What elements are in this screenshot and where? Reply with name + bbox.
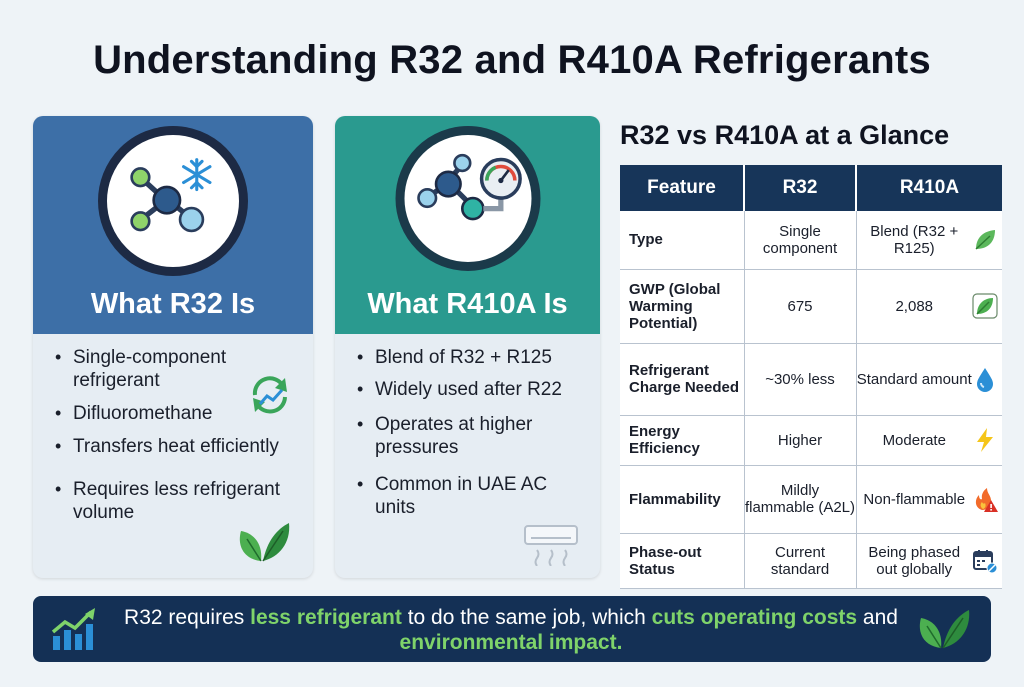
r32-card: What R32 Is Single-component refrigerant… [33,116,313,578]
table-row: Refrigerant Charge Needed ~30% less Stan… [620,343,1002,416]
r410a-value: Being phased out globally [868,543,961,578]
r410a-card-title: What R410A Is [367,288,568,320]
feature-cell: Type [620,211,744,270]
feature-cell: GWP (Global Warming Potential) [620,269,744,344]
page-title: Understanding R32 and R410A Refrigerants [93,38,931,82]
molecule-snowflake-icon [98,126,248,276]
table-header-row: Feature R32 R410A [620,165,1002,211]
list-item: Common in UAE AC units [357,473,557,519]
calendar-icon [972,548,998,574]
r410a-value: Non-flammable [863,490,966,508]
r32-card-header: What R32 Is [33,116,313,334]
list-item: Operates at higher pressures [357,413,567,459]
growth-chart-icon [49,606,99,652]
r410a-points-list: Blend of R32 + R125 Widely used after R2… [357,346,582,519]
table-row: Type Single component Blend (R32 + R125) [620,211,1002,270]
feature-cell: Energy Efficiency [620,415,744,466]
column-header-r32: R32 [743,165,856,211]
r410a-card-body: Blend of R32 + R125 Widely used after R2… [335,334,600,567]
list-item: Widely used after R22 [357,378,582,401]
leaves-icon [233,517,291,565]
r32-card-body: Single-component refrigerant Difluoromet… [33,334,313,562]
table-row: GWP (Global Warming Potential) 675 2,088 [620,269,1002,344]
summary-text: R32 requires less refrigerant to do the … [111,605,911,655]
recycle-growth-icon [245,370,295,420]
r410a-cell: Being phased out globally [855,533,1002,589]
leaf-icon [972,227,998,253]
r32-cell: ~30% less [743,343,856,416]
molecule-pressure-gauge-icon [395,126,540,271]
r32-cell: Current standard [743,533,856,589]
air-conditioner-icon [523,524,579,567]
summary-highlight: less refrigerant [250,606,402,629]
feature-cell: Phase-out Status [620,533,744,589]
summary-highlight: environmental impact. [399,631,623,654]
r32-cell: Mildly flammable (A2L) [743,465,856,534]
r32-card-title: What R32 Is [90,288,256,320]
water-drop-icon [972,366,998,392]
r410a-cell: Moderate [855,415,1002,466]
flame-warning-icon [972,486,998,512]
leaves-icon [913,606,971,652]
list-item: Requires less refrigerant volume [55,478,295,524]
feature-cell: Flammability [620,465,744,534]
comparison-table: Feature R32 R410A Type Single component … [620,165,1002,589]
lightning-icon [972,427,998,453]
r32-cell: Single component [743,211,856,270]
summary-banner: R32 requires less refrigerant to do the … [33,596,991,662]
r410a-value: Standard amount [856,370,972,388]
r32-points-list: Single-component refrigerant Difluoromet… [55,346,295,524]
feature-cell: Refrigerant Charge Needed [620,343,744,416]
r410a-cell: Non-flammable [855,465,1002,534]
r410a-value: Blend (R32 + R125) [870,222,959,257]
summary-text-part: and [857,606,898,629]
table-row: Flammability Mildly flammable (A2L) Non-… [620,465,1002,534]
comparison-title: R32 vs R410A at a Glance [620,120,950,150]
summary-text-part: R32 requires [124,606,251,629]
column-header-r410a: R410A [855,165,1002,211]
summary-highlight: cuts operating costs [651,606,858,629]
r32-cell: Higher [743,415,856,466]
summary-text-part: to do the same job, which [401,606,652,629]
r410a-card-header: What R410A Is [335,116,600,334]
r410a-card: What R410A Is Blend of R32 + R125 Widely… [335,116,600,578]
list-item: Single-component refrigerant [55,346,235,392]
list-item: Blend of R32 + R125 [357,346,582,369]
r32-cell: 675 [743,269,856,344]
column-header-feature: Feature [620,165,744,211]
table-row: Energy Efficiency Higher Moderate [620,415,1002,466]
table-row: Phase-out Status Current standard Being … [620,533,1002,589]
leaf-icon [972,293,998,319]
list-item: Difluoromethane [55,402,295,425]
r410a-cell: Blend (R32 + R125) [855,211,1002,270]
list-item: Transfers heat efficiently [55,435,295,458]
r410a-cell: 2,088 [855,269,1002,344]
r410a-value: 2,088 [895,297,934,315]
r410a-value: Moderate [882,431,946,449]
r410a-cell: Standard amount [855,343,1002,416]
